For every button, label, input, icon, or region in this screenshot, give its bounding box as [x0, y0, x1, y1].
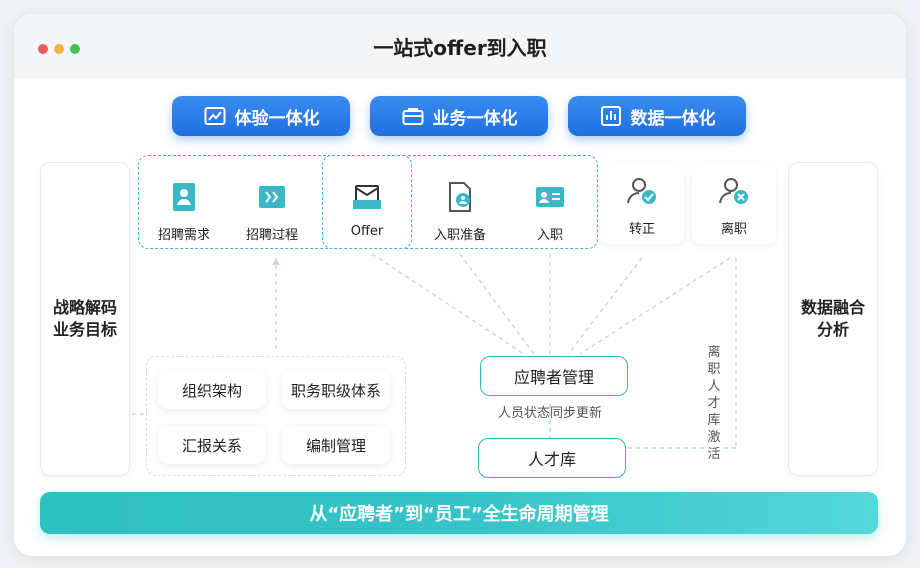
analysis-line-2: 分析 [816, 320, 849, 339]
briefcase-icon [402, 108, 423, 125]
step-label: 招聘过程 [245, 228, 298, 243]
strategy-panel: 战略解码 业务目标 [40, 162, 130, 476]
chip-org-structure[interactable]: 组织架构 [158, 371, 266, 409]
strategy-line-2: 业务目标 [52, 320, 117, 339]
org-settings-group [146, 356, 406, 476]
step-offer[interactable]: Offer [325, 170, 409, 250]
envelope-tray-icon [353, 185, 381, 209]
maximize-window-dot[interactable] [70, 44, 80, 54]
step-onboarding[interactable]: 入职 [508, 170, 592, 250]
chip-job-levels[interactable]: 职务职级体系 [282, 371, 390, 409]
chip-reporting-lines[interactable]: 汇报关系 [158, 426, 266, 464]
document-person-icon [449, 182, 471, 212]
pill-experience-integration[interactable]: 体验一体化 [172, 96, 350, 136]
bar-chart-icon [600, 106, 621, 126]
candidate-management-box[interactable]: 应聘者管理 [480, 356, 628, 396]
close-window-dot[interactable] [38, 44, 48, 54]
talent-pool-box[interactable]: 人才库 [478, 438, 626, 478]
step-onboarding-prep[interactable]: 入职准备 [418, 170, 502, 250]
step-label: 入职准备 [433, 228, 486, 243]
analysis-line-1: 数据融合 [800, 298, 865, 318]
step-resignation[interactable]: 离职 [692, 164, 776, 244]
step-label: 转正 [628, 222, 655, 237]
connector-lines [132, 253, 737, 449]
window-title: 一站式offer到入职 [373, 36, 547, 60]
id-card-person-icon [173, 183, 195, 211]
badge-card-icon [536, 187, 564, 207]
reactivation-note: 离职人才库激活 [706, 344, 722, 463]
step-label: 离职 [720, 222, 747, 237]
step-label: 招聘需求 [157, 228, 210, 243]
trend-chart-icon [204, 107, 225, 125]
main-window: 一站式offer到入职 体验一体化 业务一体化 数据一体化 战略解码 业务目标 [14, 14, 906, 556]
user-check-icon [627, 178, 656, 204]
strategy-line-1: 战略解码 [52, 298, 117, 318]
user-remove-icon [719, 178, 748, 204]
step-label: Offer [350, 224, 384, 239]
pill-data-integration[interactable]: 数据一体化 [568, 96, 746, 136]
step-label: 入职 [536, 228, 563, 243]
step-regularization[interactable]: 转正 [600, 164, 684, 244]
step-recruit-demand[interactable]: 招聘需求 [142, 170, 226, 250]
lifecycle-banner: 从“应聘者”到“员工”全生命周期管理 [40, 492, 878, 534]
forward-arrows-icon [259, 186, 285, 208]
pill-business-integration[interactable]: 业务一体化 [370, 96, 548, 136]
title-bar: 一站式offer到入职 [14, 14, 906, 78]
minimize-window-dot[interactable] [54, 44, 64, 54]
pill-label: 业务一体化 [432, 108, 518, 129]
status-sync-note: 人员状态同步更新 [498, 406, 603, 421]
chip-headcount-mgmt[interactable]: 编制管理 [282, 426, 390, 464]
pill-label: 数据一体化 [630, 108, 716, 129]
data-analysis-panel: 数据融合 分析 [788, 162, 878, 476]
pill-label: 体验一体化 [234, 108, 320, 129]
step-recruit-process[interactable]: 招聘过程 [230, 170, 314, 250]
